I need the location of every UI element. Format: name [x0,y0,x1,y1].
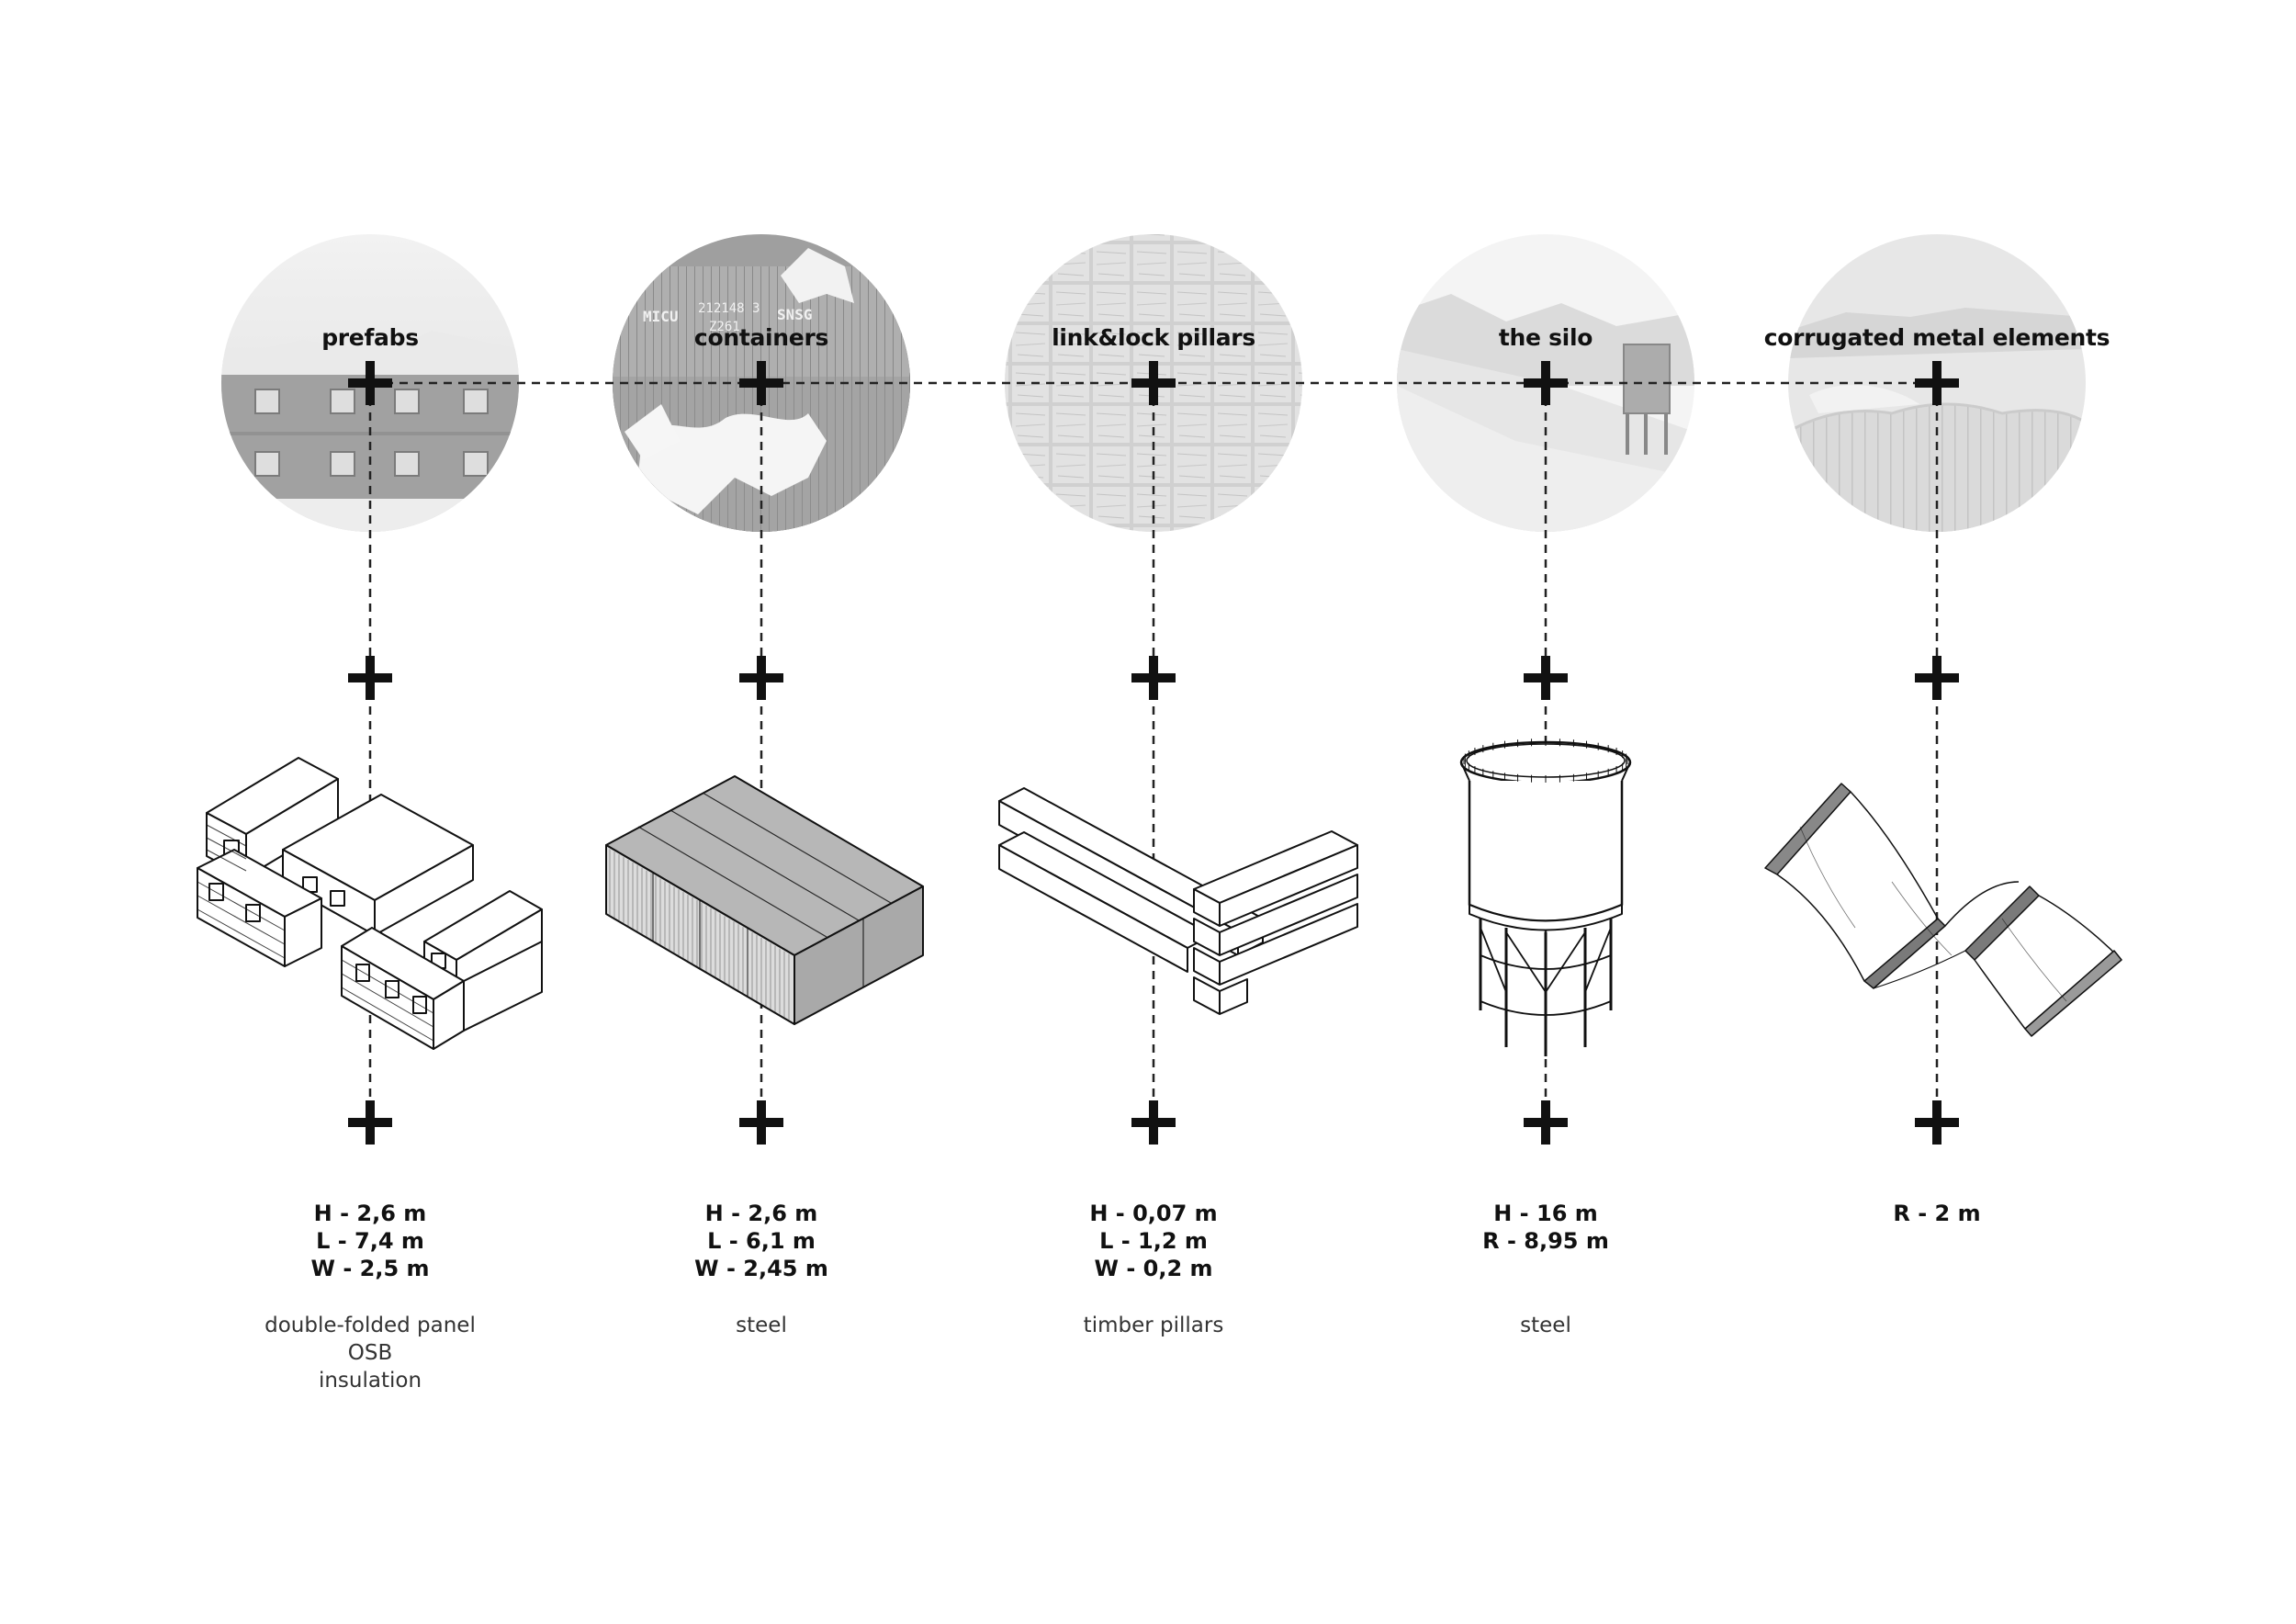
material-line: steel [1520,1314,1571,1337]
column-corrugated: corrugated metal elements R - 2 m [1661,0,2212,1624]
plus-marker-icon [1131,1100,1176,1145]
dimension-line: W - 2,5 m [310,1256,430,1281]
title-pillars: link&lock pillars [1052,324,1255,351]
plus-marker-icon [348,1100,392,1145]
drawing-silo [1459,740,1632,1056]
dimensions-silo: H - 16 m R - 8,95 m [1270,1200,1821,1255]
column-silo: the silo H - 16 m R - 8,95 m steel [1270,0,1821,1624]
plus-marker-icon [739,656,783,700]
svg-text:Z261: Z261 [709,320,740,334]
column-pillars: link&lock pillars H - 0,07 m L - 1,2 m W… [878,0,1429,1624]
dimension-line: H - 0,07 m [1089,1201,1218,1226]
plus-marker-icon [1131,361,1176,405]
plus-marker-icon [348,361,392,405]
dimension-line: W - 2,45 m [694,1256,828,1281]
dimensions-prefabs: H - 2,6 m L - 7,4 m W - 2,5 m [95,1200,646,1282]
materials-prefabs: double-folded panel OSB insulation [95,1312,646,1394]
dimensions-containers: H - 2,6 m L - 6,1 m W - 2,45 m [486,1200,1037,1282]
plus-marker-icon [1524,1100,1568,1145]
plus-marker-icon [1524,361,1568,405]
materials-silo: steel [1270,1312,1821,1339]
dimension-line: L - 6,1 m [707,1228,816,1254]
plus-marker-icon [739,361,783,405]
plus-marker-icon [1915,656,1959,700]
material-line: steel [736,1314,787,1337]
drawing-pillars [998,787,1358,1015]
material-line: double-folded panel [264,1314,476,1337]
dimension-line: R - 8,95 m [1482,1228,1609,1254]
material-line: timber pillars [1083,1314,1224,1337]
drawing-corrugated [1764,783,2122,1037]
title-silo: the silo [1498,324,1593,351]
photo-containers: MICU 212148 3 Z261 SNSG [613,234,910,532]
dimension-line: H - 2,6 m [313,1201,427,1226]
dimension-line: W - 0,2 m [1094,1256,1213,1281]
plus-marker-icon [739,1100,783,1145]
dimensions-corrugated: R - 2 m [1661,1200,2212,1227]
drawing-prefabs [197,757,543,1050]
title-containers: containers [693,324,829,351]
svg-text:SNSG: SNSG [777,306,813,323]
svg-text:MICU: MICU [643,308,679,325]
dimension-line: R - 2 m [1893,1201,1981,1226]
material-line: OSB [347,1341,393,1365]
dimensions-pillars: H - 0,07 m L - 1,2 m W - 0,2 m [878,1200,1429,1282]
dimension-line: L - 1,2 m [1099,1228,1208,1254]
plus-marker-icon [348,656,392,700]
title-corrugated: corrugated metal elements [1763,324,2110,351]
svg-text:212148 3: 212148 3 [698,301,760,316]
materials-containers: steel [486,1312,1037,1339]
column-containers: containers H - 2,6 m L - 6,1 m W - 2,45 … [486,0,1037,1624]
materials-pillars: timber pillars [878,1312,1429,1339]
dimension-line: H - 2,6 m [704,1201,818,1226]
plus-marker-icon [1524,656,1568,700]
column-prefabs: prefabs H - 2,6 m L - 7,4 m W - 2,5 m do… [95,0,646,1624]
dimension-line: H - 16 m [1493,1201,1598,1226]
plus-marker-icon [1915,361,1959,405]
plus-marker-icon [1915,1100,1959,1145]
dimension-line: L - 7,4 m [316,1228,424,1254]
material-line: insulation [318,1369,422,1393]
title-prefabs: prefabs [321,324,419,351]
plus-marker-icon [1131,656,1176,700]
